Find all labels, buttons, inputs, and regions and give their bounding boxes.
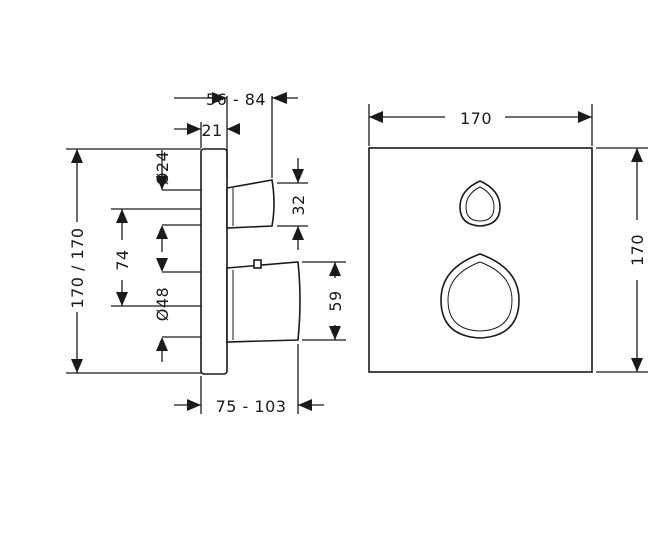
dim-front-width: 170 (368, 104, 593, 146)
side-lower-handle (226, 261, 301, 343)
front-upper-knob (459, 180, 501, 227)
side-knob-marker (253, 259, 262, 269)
dim-lower-diameter: Ø48 (153, 258, 201, 362)
label-spacing: 74 (113, 249, 132, 270)
label-lower-diameter: Ø48 (153, 287, 172, 321)
dim-bottom-depth: 75 - 103 (174, 344, 324, 416)
side-view (200, 148, 301, 375)
label-depth-total: 56 - 84 (206, 90, 266, 109)
side-plate (200, 148, 228, 375)
dim-front-height: 170 (596, 147, 648, 373)
label-bottom-depth: 75 - 103 (216, 397, 287, 416)
dim-side-height: 170 / 170 (66, 148, 201, 374)
label-front-width: 170 (460, 109, 492, 128)
label-side-height: 170 / 170 (68, 227, 87, 308)
front-lower-knob (440, 253, 520, 339)
label-upper-height: 32 (289, 194, 308, 215)
front-view (368, 147, 593, 373)
label-lower-height: 59 (326, 290, 345, 311)
label-plate-depth: 21 (201, 121, 222, 140)
dim-upper-height: 32 (277, 158, 308, 250)
dim-upper-diameter: Ø24 (153, 150, 201, 252)
side-upper-handle (226, 179, 275, 229)
dim-spacing: 74 (111, 208, 201, 307)
dim-depth-total: 56 - 84 (174, 90, 298, 178)
label-upper-diameter: Ø24 (153, 151, 172, 185)
dim-lower-height: 59 (302, 261, 346, 341)
label-front-height: 170 (628, 234, 647, 266)
dim-plate-depth: 21 (174, 121, 240, 148)
